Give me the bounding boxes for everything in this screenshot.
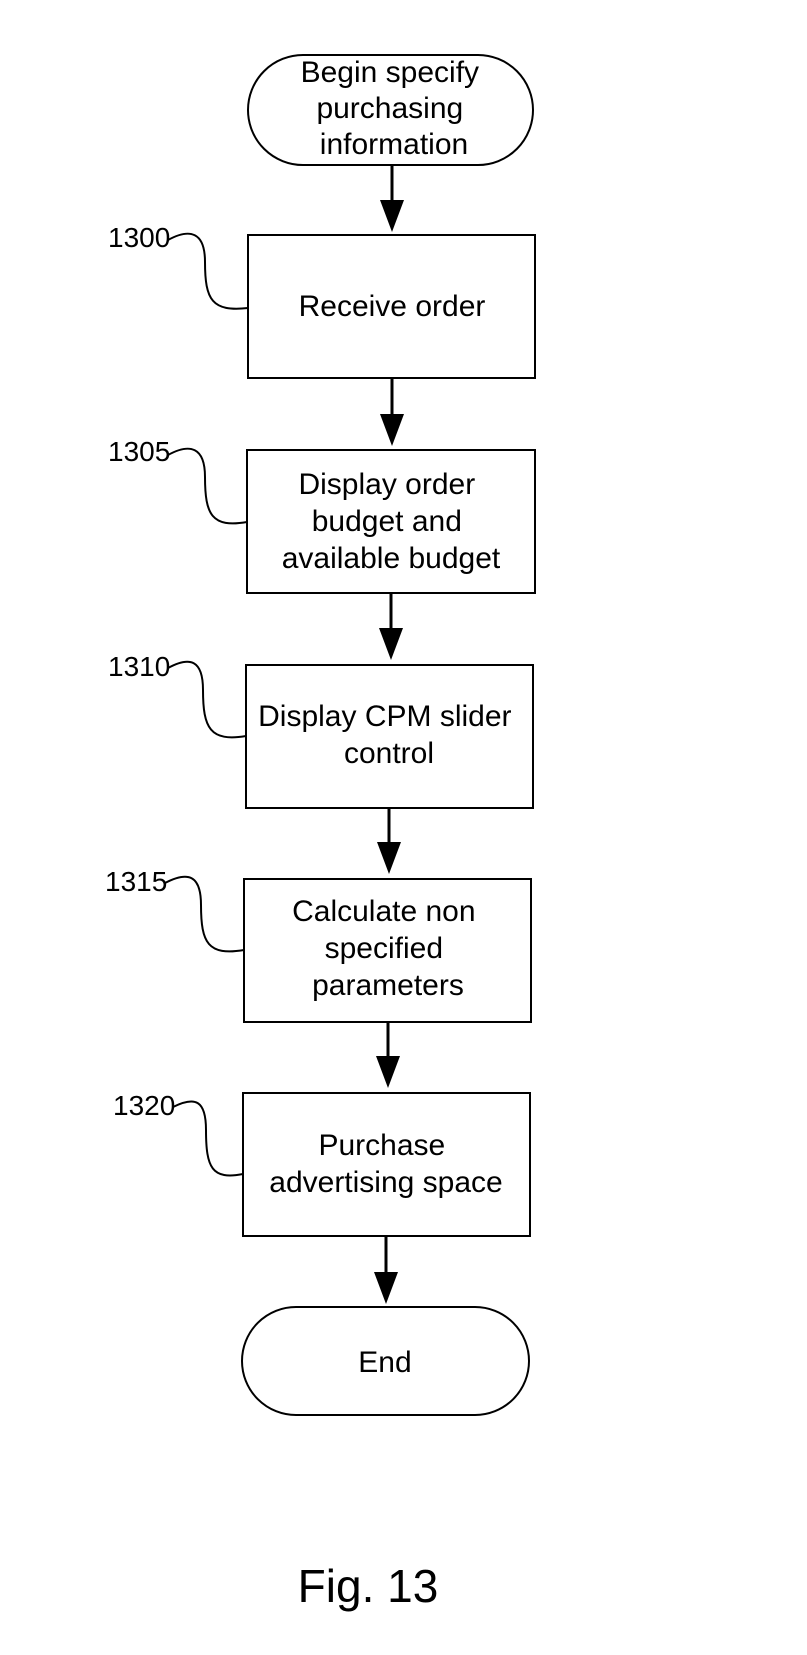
step-1310-line-2: control (344, 737, 434, 770)
start-line-3: information (320, 128, 468, 161)
arrow-start-to-1300 (380, 165, 404, 232)
arrow-1310-to-1315 (377, 808, 401, 874)
step-1315-line-1: Calculate non (292, 895, 475, 928)
start-line-1: Begin specify (301, 56, 479, 89)
step-1305-line-2: budget and (312, 505, 462, 538)
step-1300-line-1: Receive order (299, 290, 486, 323)
ref-number-1320: 1320 (113, 1090, 175, 1121)
ref-label-1305: 1305 (108, 436, 247, 523)
figure-caption: Fig. 13 (298, 1560, 439, 1612)
end-label: End (358, 1346, 411, 1379)
svg-text:End: End (358, 1346, 411, 1379)
ref-number-1310: 1310 (108, 651, 170, 682)
step-1320-line-2: advertising space (269, 1166, 502, 1199)
ref-number-1300: 1300 (108, 222, 170, 253)
process-box-1320: Purchase advertising space (243, 1093, 530, 1236)
ref-label-1300: 1300 (108, 222, 248, 309)
start-terminator: Begin specify purchasing information (248, 55, 533, 165)
step-1310-line-1: Display CPM slider (258, 700, 511, 733)
end-terminator: End (242, 1307, 529, 1415)
ref-label-1315: 1315 (105, 866, 244, 951)
step-1305-line-1: Display order (298, 468, 475, 501)
arrow-1315-to-1320 (376, 1022, 400, 1088)
start-line-2: purchasing (316, 92, 463, 125)
process-box-1310: Display CPM slider control (246, 665, 533, 808)
step-1315-line-3: parameters (312, 969, 464, 1002)
process-box-1300: Receive order (248, 235, 535, 378)
step-1320-line-1: Purchase (318, 1129, 445, 1162)
ref-label-1310: 1310 (108, 651, 246, 737)
process-box-1305: Display order budget and available budge… (247, 450, 535, 593)
svg-text:Receive order: Receive order (299, 290, 486, 323)
arrow-1320-to-end (374, 1236, 398, 1304)
step-1305-line-3: available budget (282, 542, 501, 575)
arrow-1300-to-1305 (380, 378, 404, 446)
ref-label-1320: 1320 (113, 1090, 243, 1175)
start-label: Begin specify purchasing information (301, 56, 488, 161)
step-1315-line-2: specified (325, 932, 443, 965)
arrow-1305-to-1310 (379, 593, 403, 660)
ref-number-1315: 1315 (105, 866, 167, 897)
ref-number-1305: 1305 (108, 436, 170, 467)
svg-text:Display order budget and: Display order budget and available budge… (282, 468, 501, 575)
process-box-1315: Calculate non specified parameters (244, 879, 531, 1022)
